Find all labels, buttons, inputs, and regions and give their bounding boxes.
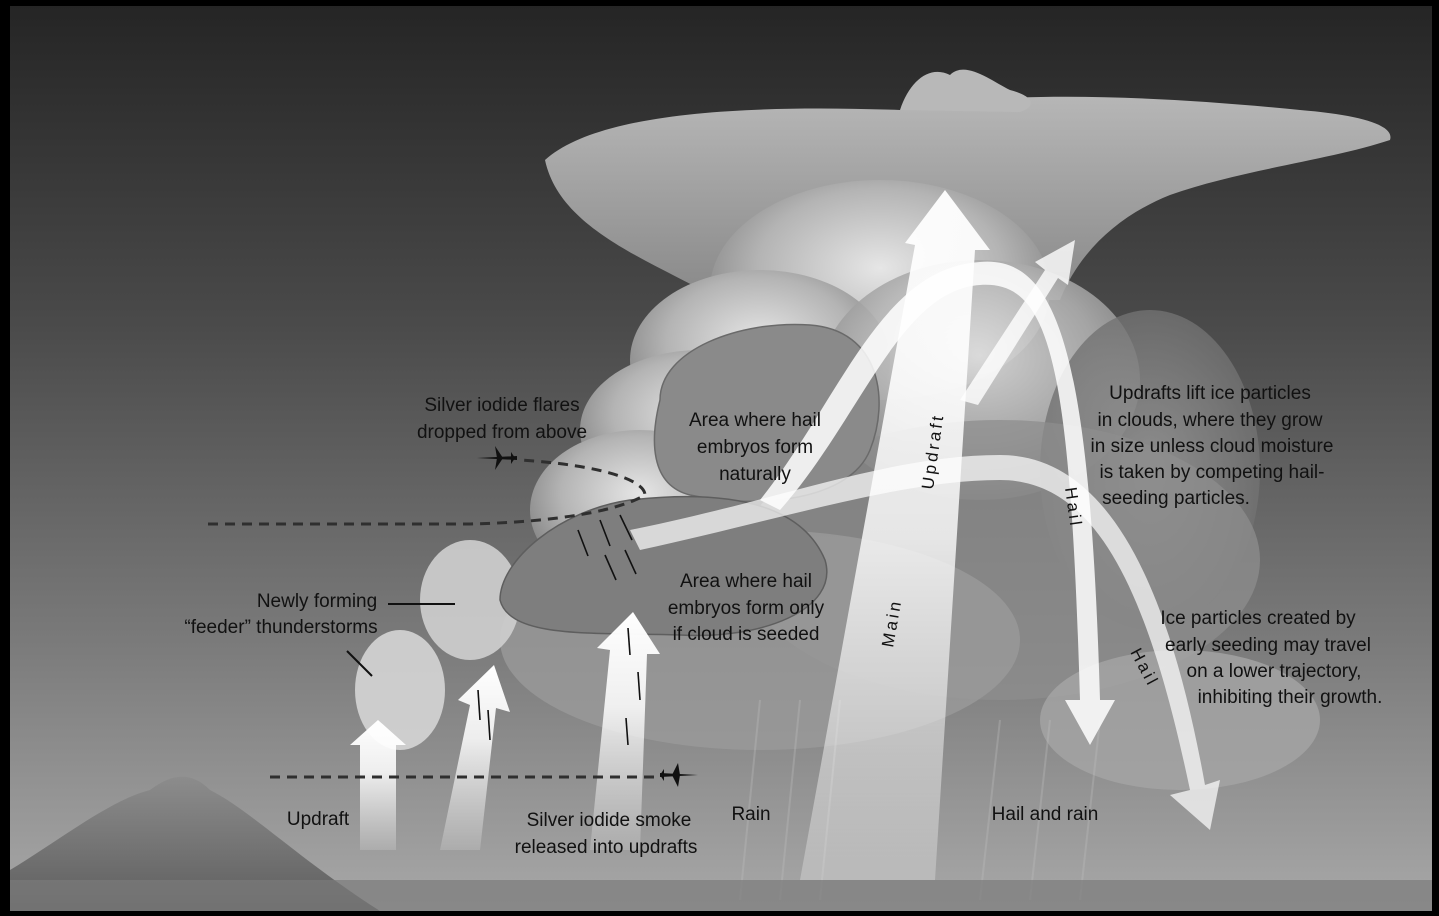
svg-text:embryos form only: embryos form only — [668, 598, 825, 619]
svg-text:if cloud is seeded: if cloud is seeded — [673, 624, 820, 645]
svg-text:embryos form: embryos form — [697, 437, 813, 458]
svg-text:in size unless cloud moisture: in size unless cloud moisture — [1091, 436, 1334, 457]
svg-text:on a lower trajectory,: on a lower trajectory, — [1187, 661, 1362, 682]
svg-text:Area where hail: Area where hail — [689, 410, 821, 431]
svg-text:Silver iodide smoke: Silver iodide smoke — [527, 810, 692, 831]
svg-text:Ice particles created by: Ice particles created by — [1160, 608, 1356, 629]
svg-text:“feeder” thunderstorms: “feeder” thunderstorms — [184, 617, 377, 638]
ground-plain — [10, 880, 1432, 911]
svg-text:inhibiting their growth.: inhibiting their growth. — [1198, 687, 1383, 708]
svg-text:Updrafts lift ice particles: Updrafts lift ice particles — [1109, 383, 1311, 404]
svg-text:in clouds, where they grow: in clouds, where they grow — [1098, 410, 1323, 431]
svg-text:naturally: naturally — [719, 464, 791, 485]
label-updraft: Updraft — [287, 809, 350, 830]
svg-text:Newly forming: Newly forming — [257, 591, 377, 612]
svg-text:released into updrafts: released into updrafts — [515, 837, 698, 858]
svg-text:Area where hail: Area where hail — [680, 571, 812, 592]
svg-text:is taken by competing hail-: is taken by competing hail- — [1100, 462, 1325, 483]
label-hail-and-rain: Hail and rain — [992, 804, 1099, 825]
svg-text:seeding particles.: seeding particles. — [1102, 488, 1250, 509]
svg-text:dropped from above: dropped from above — [417, 422, 587, 443]
label-rain: Rain — [731, 804, 770, 825]
svg-text:Silver iodide flares: Silver iodide flares — [424, 395, 579, 416]
label-hail-embryos-seeded: Area where hail embryos form only if clo… — [668, 571, 825, 645]
svg-text:early seeding may travel: early seeding may travel — [1165, 635, 1371, 656]
